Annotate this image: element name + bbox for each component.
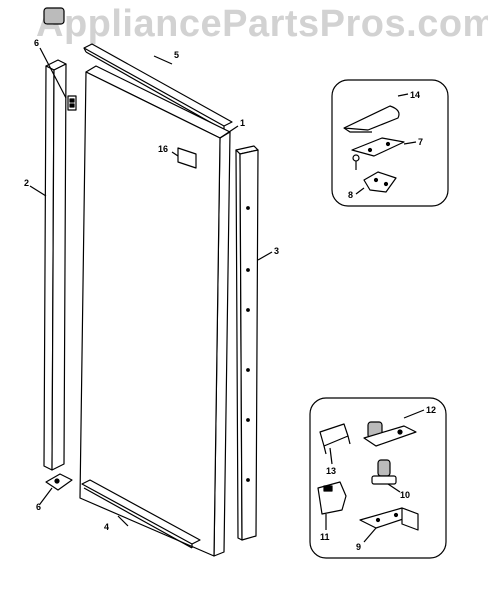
label-8: 8 <box>348 190 353 200</box>
part-2-left-trim <box>43 59 67 471</box>
leader-6-bottom <box>39 487 53 505</box>
leader-14 <box>397 93 409 97</box>
part-11-bracket <box>317 481 347 515</box>
label-10: 10 <box>400 490 410 500</box>
label-3: 3 <box>274 246 279 256</box>
label-6-bottom: 6 <box>36 502 41 512</box>
label-5: 5 <box>174 50 179 60</box>
leader-16 <box>171 151 179 157</box>
leader-5 <box>153 55 173 65</box>
part-6-bottom-bracket <box>45 473 73 491</box>
part-14-hinge-cover <box>343 105 400 133</box>
label-12: 12 <box>426 405 436 415</box>
label-4: 4 <box>104 522 109 532</box>
leader-2 <box>29 185 47 197</box>
leader-6-top <box>39 47 67 99</box>
part-3-right-trim <box>235 145 259 541</box>
leader-8 <box>355 187 365 195</box>
part-9-hinge-plate <box>359 507 419 531</box>
part-13-bracket <box>319 423 351 455</box>
part-1-door-panel <box>79 65 231 557</box>
top-loose-bracket <box>43 7 65 25</box>
part-5-top-trim <box>83 43 233 131</box>
label-1: 1 <box>240 118 245 128</box>
label-13: 13 <box>326 466 336 476</box>
part-12-hinge-pin <box>363 421 417 447</box>
leader-1 <box>219 125 239 139</box>
label-2: 2 <box>24 178 29 188</box>
part-16-label <box>177 147 197 169</box>
watermark: AppliancePartsPros.com <box>36 3 488 45</box>
part-6-top-bracket <box>67 95 77 111</box>
leader-3 <box>257 251 273 261</box>
label-7: 7 <box>418 137 423 147</box>
leader-4 <box>117 515 129 527</box>
leader-7 <box>403 141 417 145</box>
label-6-top: 6 <box>34 38 39 48</box>
label-16: 16 <box>158 144 168 154</box>
label-14: 14 <box>410 90 420 100</box>
part-10-pivot <box>371 459 397 485</box>
part-7-hinge <box>351 137 405 170</box>
leader-9 <box>363 527 377 543</box>
leader-12 <box>403 409 425 419</box>
label-9: 9 <box>356 542 361 552</box>
part-8-shim <box>363 171 397 193</box>
leader-10 <box>387 483 401 493</box>
label-11: 11 <box>320 532 330 542</box>
leader-13 <box>329 447 333 465</box>
part-4-bottom-trim <box>81 479 201 549</box>
